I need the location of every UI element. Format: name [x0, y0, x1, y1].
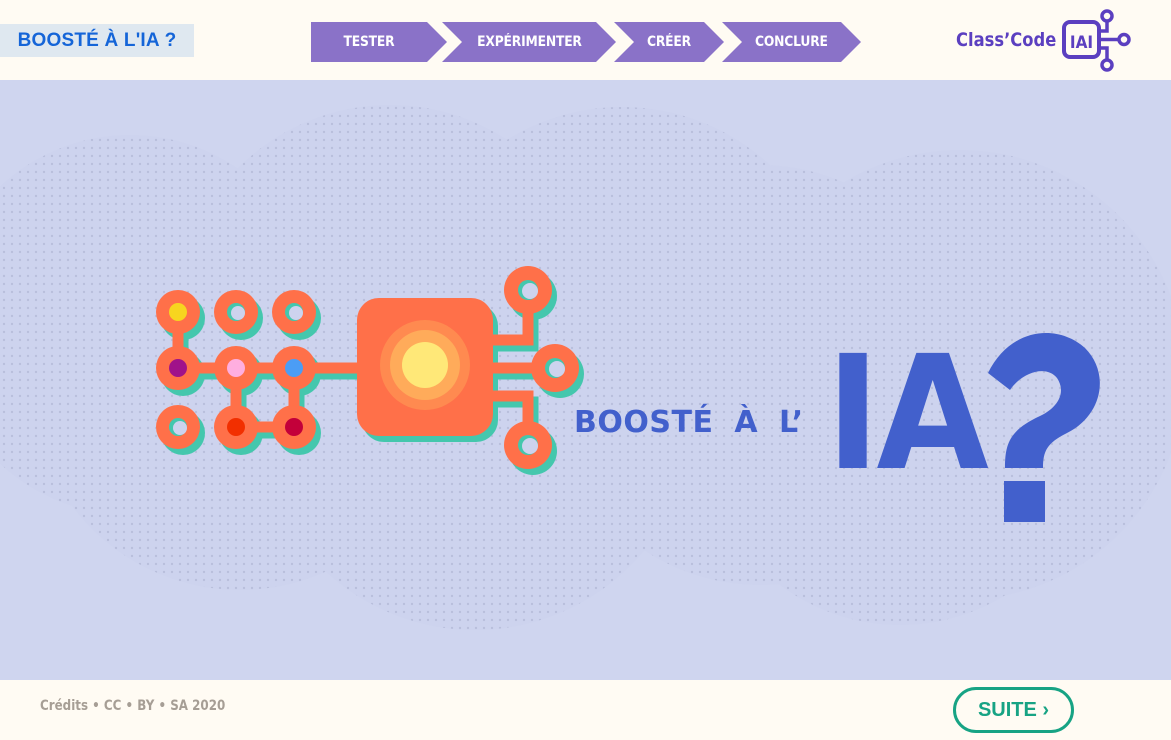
logo-text: Class’Code	[956, 29, 1057, 51]
classcode-logo[interactable]: Class’Code IAI	[955, 8, 1135, 72]
header: BOOSTÉ À L'IA ? TESTER EXPÉRIMENTER CRÉE…	[0, 0, 1171, 80]
page-title-badge: BOOSTÉ À L'IA ?	[0, 24, 194, 57]
step-label: CONCLURE	[754, 34, 828, 50]
step-label: EXPÉRIMENTER	[477, 34, 582, 50]
hero-subtitle: BOOSTÉ À L’	[574, 405, 804, 440]
footer: Crédits • CC • BY • SA 2020 SUITE ›	[0, 680, 1171, 740]
step-label: CRÉER	[647, 34, 691, 50]
hero-area: BOOSTÉ À L’ IA	[0, 80, 1171, 680]
next-button-label: SUITE ›	[977, 698, 1050, 721]
iai-chip-icon: IAI	[1062, 9, 1131, 72]
step-conclure[interactable]: CONCLURE	[737, 22, 845, 62]
step-arrows-shape	[311, 22, 861, 62]
question-mark-icon	[988, 333, 1100, 522]
credits-link[interactable]: Crédits • CC • BY • SA 2020	[40, 698, 226, 714]
svg-text:IAI: IAI	[1070, 32, 1093, 52]
circuit-chip-illustration	[156, 266, 584, 475]
page-title: BOOSTÉ À L'IA ?	[17, 29, 177, 51]
step-creer[interactable]: CRÉER	[629, 22, 709, 62]
next-button[interactable]: SUITE ›	[953, 687, 1074, 733]
step-experimenter[interactable]: EXPÉRIMENTER	[457, 22, 602, 62]
step-label: TESTER	[343, 34, 395, 50]
hero-big-ia: IA	[826, 322, 989, 506]
step-tester[interactable]: TESTER	[311, 22, 427, 62]
